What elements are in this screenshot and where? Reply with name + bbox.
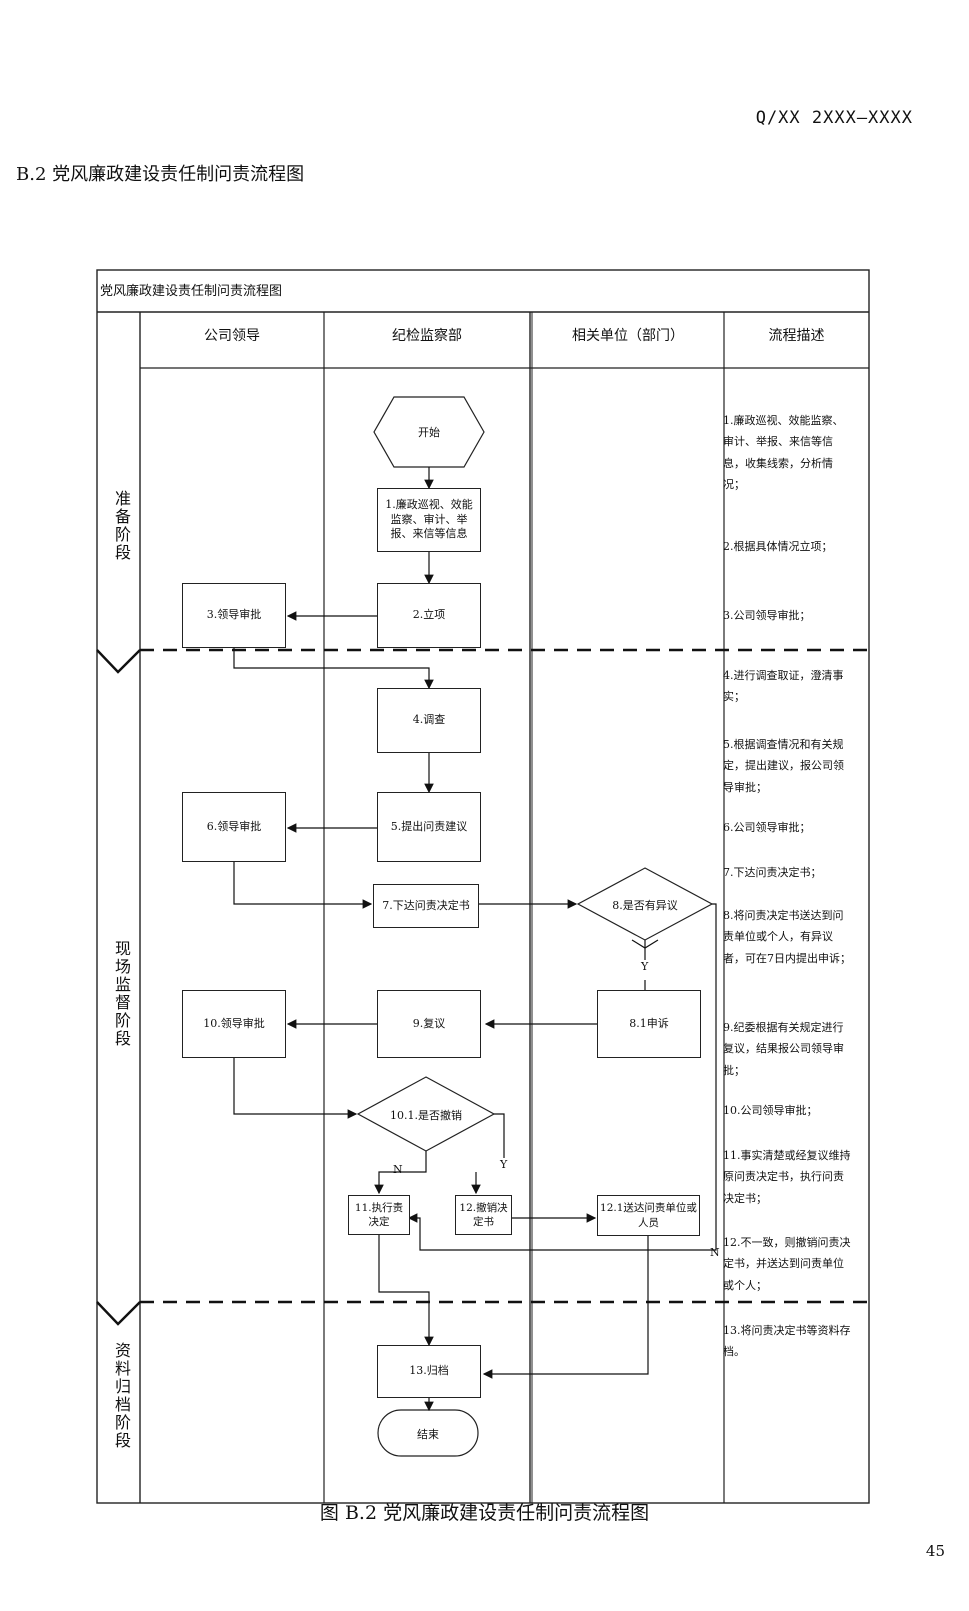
table-title: 党风廉政建设责任制问责流程图 (100, 284, 283, 299)
column-header-discipline-dept: 纪检监察部 (392, 328, 462, 344)
node-8-1-label: 8.1申诉 (629, 1016, 669, 1030)
node-6-leader-approval: 6.领导审批 (182, 792, 286, 862)
description-9: 9.纪委根据有关规定进行复议，结果报公司领导审批； (723, 1021, 844, 1077)
node-5-accountability-proposal: 5.提出问责建议 (377, 792, 481, 862)
description-12: 12.不一致，则撤销问责决定书，并送达到问责单位或个人； (723, 1236, 851, 1292)
description-6: 6.公司领导审批； (723, 821, 811, 834)
description-8: 8.将问责决定书送达到问责单位或个人，有异议者，可在7日内提出申诉； (723, 909, 851, 965)
node-12-1-label: 12.1送达问责单位或人员 (600, 1202, 697, 1229)
phase-archiving: 资料归档阶段 (112, 1342, 131, 1450)
chevron-icon (96, 649, 141, 674)
node-8-label: 8.是否有异议 (612, 899, 678, 912)
node-4-label: 4.调查 (412, 713, 446, 727)
yes-label: Y (500, 1158, 508, 1171)
node-6-label: 6.领导审批 (206, 819, 262, 833)
phase-preparation: 准备阶段 (112, 490, 131, 562)
description-10: 10.公司领导审批； (723, 1104, 818, 1117)
node-10-leader-approval: 10.领导审批 (182, 990, 286, 1058)
description-11: 11.事实清楚或经复议维持原问责决定书，执行问责决定书； (723, 1149, 851, 1205)
no-label: N (393, 1163, 403, 1176)
description-5: 5.根据调查情况和有关规定，提出建议，报公司领导审批； (723, 738, 844, 794)
node-3-label: 3.领导审批 (206, 608, 262, 622)
yes-label: Y (641, 960, 649, 973)
end-label: 结束 (417, 1428, 439, 1441)
node-12-label: 12.撤销决定书 (459, 1201, 508, 1228)
section-title: B.2 党风廉政建设责任制问责流程图 (16, 164, 305, 185)
description-3: 3.公司领导审批； (723, 609, 811, 622)
node-8-1-appeal: 8.1申诉 (597, 990, 701, 1058)
start-terminator (373, 396, 485, 468)
node-2-register: 2.立项 (377, 583, 481, 648)
description-1: 1.廉政巡视、效能监察、审计、举报、来信等信息，收集线索，分析情况； (723, 414, 844, 492)
node-9-review: 9.复议 (377, 990, 481, 1058)
description-2: 2.根据具体情况立项； (723, 540, 833, 553)
node-9-label: 9.复议 (412, 1016, 446, 1030)
node-11-execute-decision: 11.执行责决定 (348, 1195, 410, 1235)
node-12-1-deliver: 12.1送达问责单位或人员 (597, 1195, 700, 1236)
node-7-issue-decision: 7.下达问责决定书 (373, 884, 479, 928)
description-13: 13.将问责决定书等资料存档。 (723, 1324, 851, 1359)
outer-frame (96, 269, 870, 1504)
node-10-label: 10.领导审批 (203, 1016, 265, 1030)
node-5-label: 5.提出问责建议 (390, 819, 468, 833)
node-1-info-collection: 1.廉政巡视、效能监察、审计、举报、来信等信息 (377, 488, 481, 552)
column-header-related-unit: 相关单位（部门） (572, 328, 684, 344)
description-7: 7.下达问责决定书； (723, 866, 822, 879)
node-11-label: 11.执行责决定 (354, 1201, 404, 1228)
phase-onsite-supervision: 现场监督阶段 (112, 940, 131, 1048)
column-header-description: 流程描述 (768, 328, 825, 344)
document-code: Q/XX 2XXX—XXXX (755, 108, 913, 128)
column-header-company-leader: 公司领导 (204, 328, 260, 344)
node-10-1-label: 10.1.是否撤销 (390, 1109, 462, 1122)
node-3-leader-approval: 3.领导审批 (182, 583, 286, 648)
node-1-label: 1.廉政巡视、效能监察、审计、举报、来信等信息 (385, 497, 473, 541)
node-7-label: 7.下达问责决定书 (382, 898, 470, 912)
node-2-label: 2.立项 (412, 608, 446, 622)
node-12-revoke-decision: 12.撤销决定书 (455, 1195, 512, 1235)
node-4-investigation: 4.调查 (377, 688, 481, 753)
chevron-icon (96, 1301, 141, 1326)
node-13-archive: 13.归档 (377, 1345, 481, 1398)
start-label: 开始 (418, 426, 440, 439)
node-13-label: 13.归档 (409, 1364, 449, 1378)
figure-caption: 图 B.2 党风廉政建设责任制问责流程图 (319, 1502, 650, 1524)
description-4: 4.进行调查取证，澄清事实； (723, 669, 844, 704)
no-label: N (710, 1246, 720, 1259)
page-number: 45 (925, 1542, 945, 1560)
